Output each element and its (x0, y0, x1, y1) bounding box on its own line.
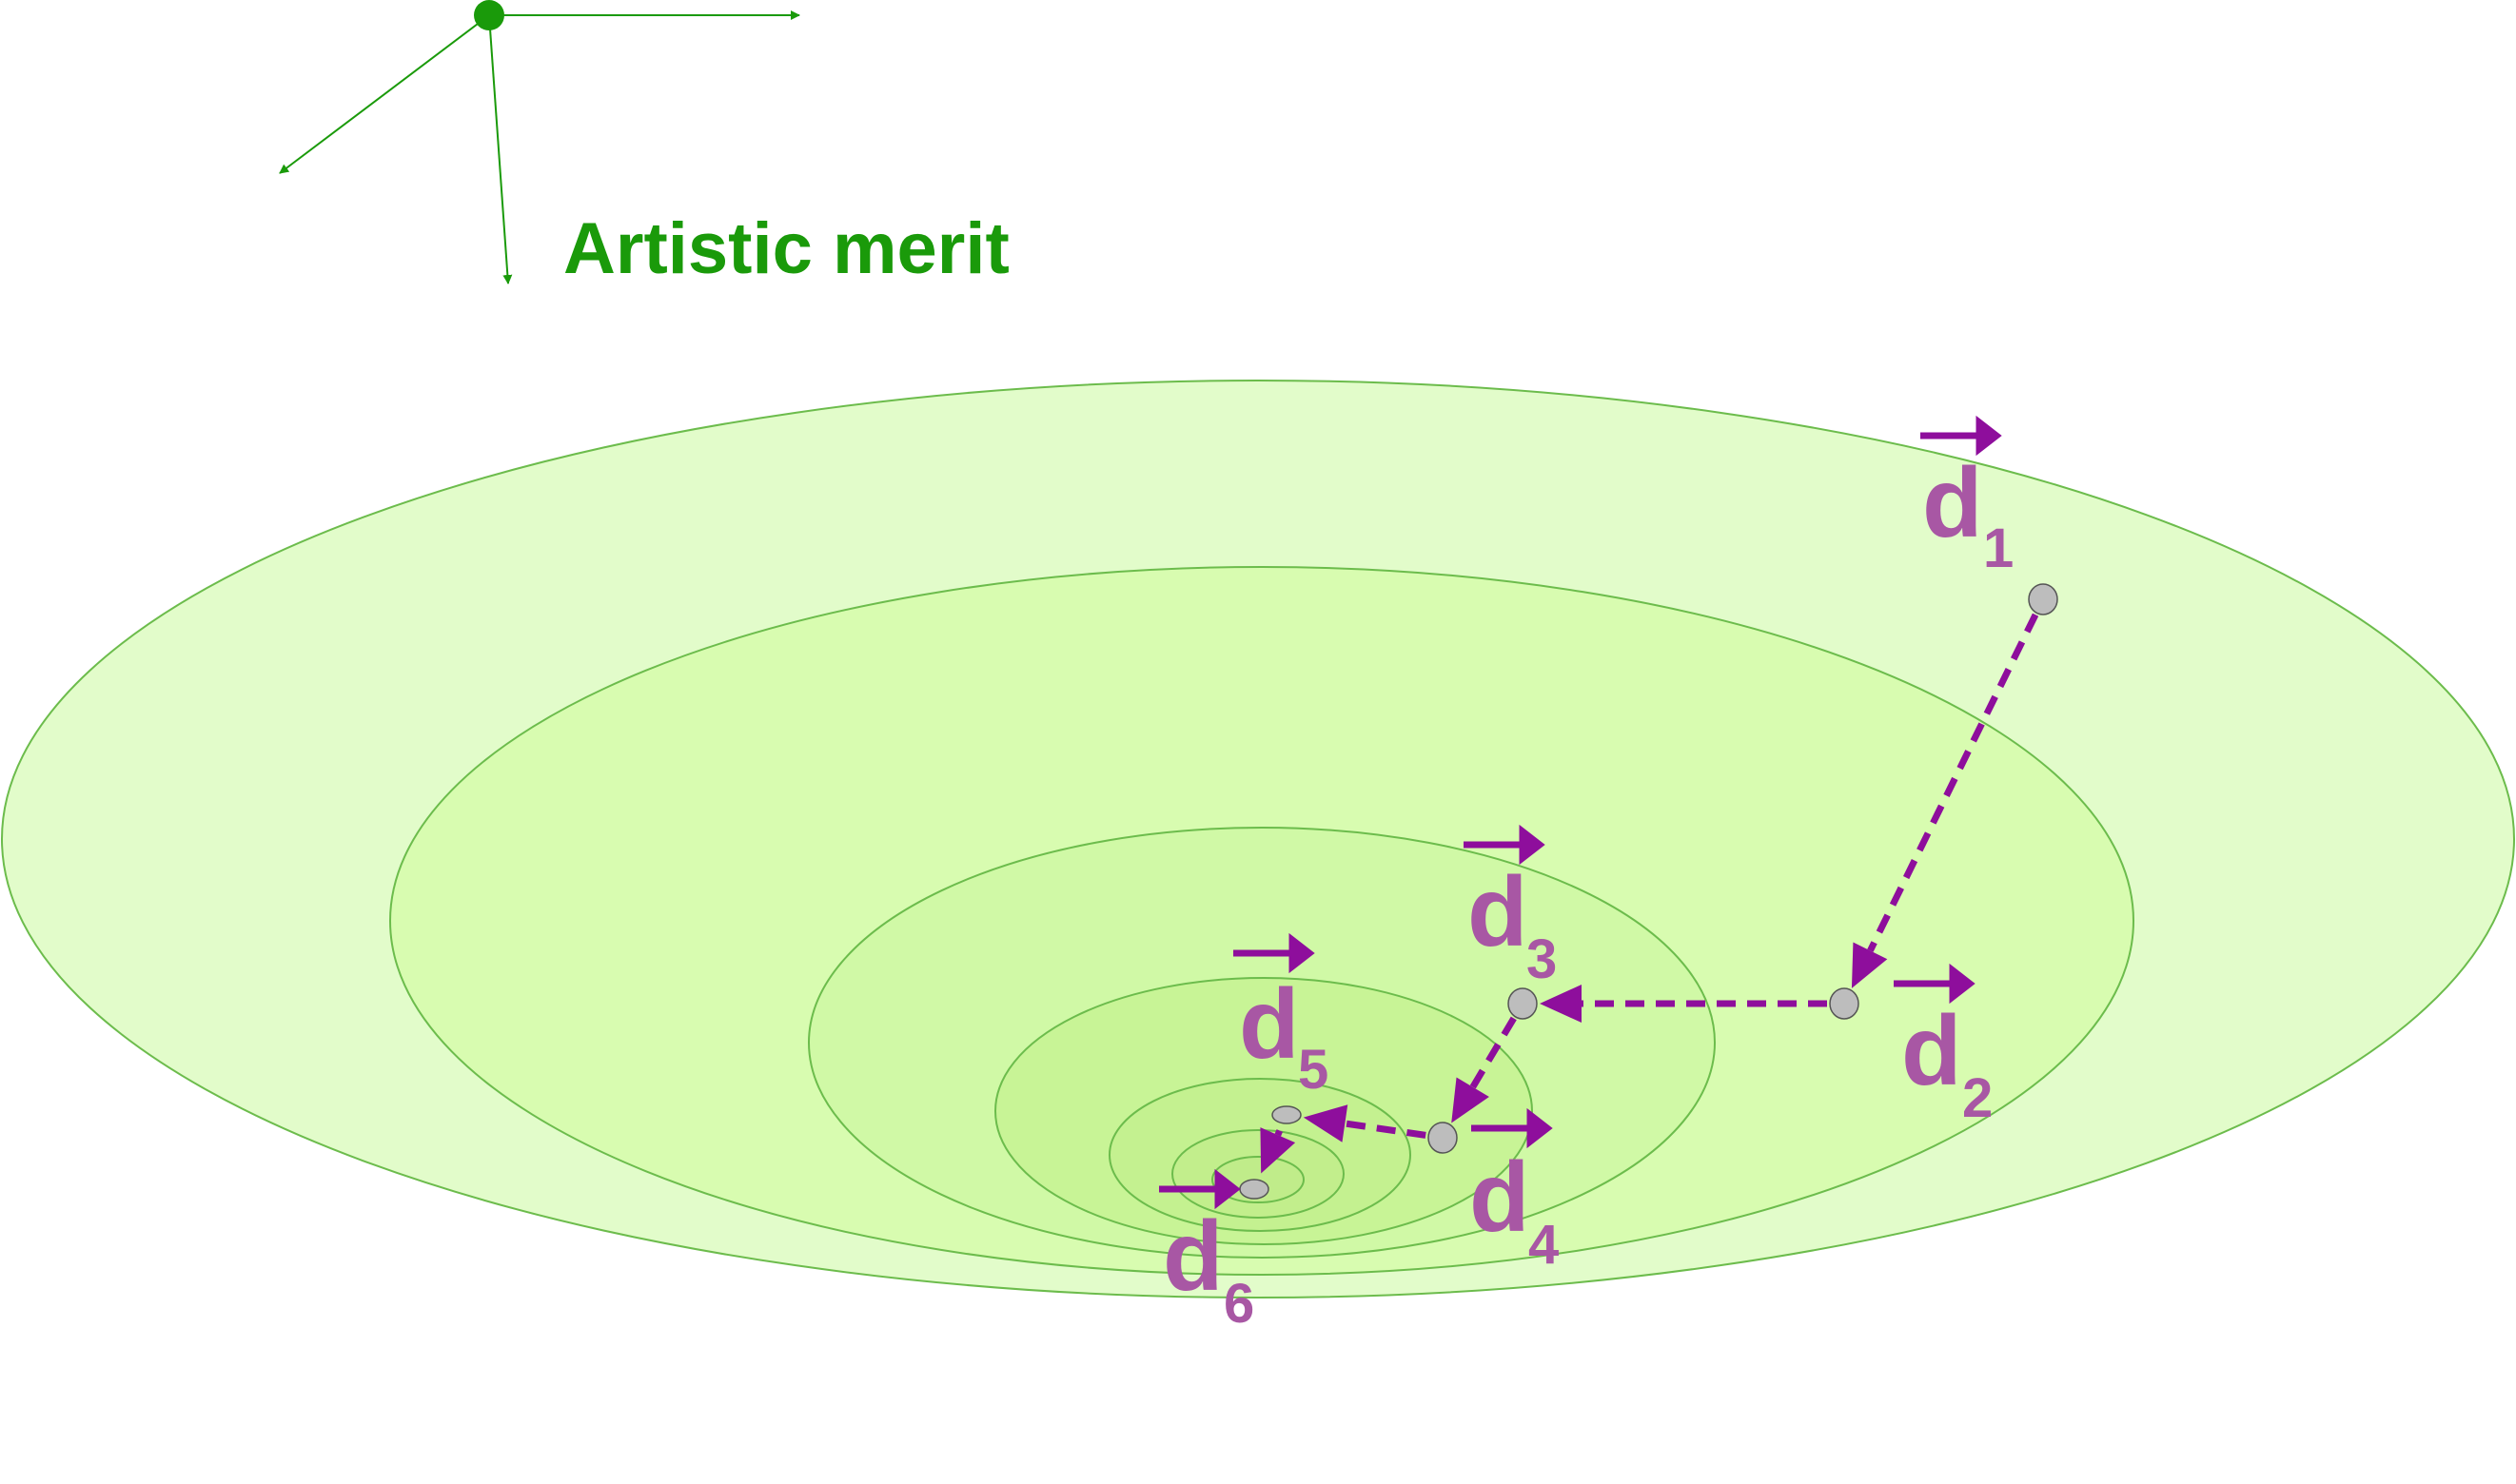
vector-arrow-icon (1233, 932, 1315, 974)
vector-subscript: 4 (1528, 1214, 1559, 1276)
point-4 (1427, 1122, 1458, 1154)
point-6 (1239, 1179, 1269, 1200)
axes-origin (474, 0, 504, 30)
point-1 (2028, 583, 2058, 615)
arrowhead-icon (1451, 1077, 1489, 1123)
vector-label-d3: d 3 (1464, 824, 1557, 990)
vector-letter: d (1239, 969, 1300, 1080)
vector-label-d6: d 6 (1159, 1168, 1254, 1335)
vector-label-d5: d 5 (1233, 932, 1328, 1101)
vector-subscript: 6 (1224, 1273, 1254, 1335)
artistic-merit-axis-arrow (488, 14, 513, 284)
y-axis-arrow (279, 14, 490, 174)
axes-gizmo: Artistic merit (279, 0, 1010, 289)
vector-arrow-icon (1894, 963, 1975, 1005)
vector-subscript: 1 (1983, 517, 2014, 579)
vector-arrow-icon (1159, 1168, 1241, 1210)
vector-letter: d (1901, 996, 1962, 1106)
arrowhead-icon (1540, 985, 1582, 1023)
vector-subscript: 2 (1962, 1067, 1993, 1129)
descent-step-line (1867, 613, 2039, 952)
descent-step-line (1469, 1016, 1517, 1089)
contour-levels (1, 380, 2515, 1298)
vector-letter: d (1163, 1201, 1224, 1312)
vector-letter: d (1467, 857, 1528, 967)
descent-step-line (1344, 1120, 1426, 1139)
descent-path (1260, 613, 2039, 1174)
descent-step-line (1274, 1129, 1284, 1137)
vector-arrow-icon (1464, 824, 1545, 866)
descent-points (1239, 583, 2058, 1200)
axis-label-artistic-merit: Artistic merit (563, 208, 1010, 289)
arrowhead-icon (1303, 1104, 1348, 1142)
arrowhead-icon (1260, 1127, 1296, 1174)
vector-label-d4: d 4 (1469, 1107, 1559, 1276)
point-2 (1829, 987, 1859, 1020)
vector-letter: d (1469, 1142, 1530, 1253)
arrowhead-icon (1851, 942, 1888, 988)
point-5 (1271, 1105, 1302, 1124)
vector-subscript: 5 (1298, 1039, 1328, 1101)
vector-arrow-icon (1920, 415, 2002, 457)
vector-subscript: 3 (1526, 928, 1557, 990)
point-3 (1507, 987, 1538, 1020)
vector-label-d1: d 1 (1920, 415, 2014, 579)
vector-arrow-icon (1471, 1107, 1553, 1149)
vector-label-d2: d 2 (1894, 963, 1993, 1129)
vector-labels: d 1 d 2 d 3 d 4 d 5 d 6 (1159, 415, 2014, 1335)
vector-letter: d (1922, 448, 1983, 558)
